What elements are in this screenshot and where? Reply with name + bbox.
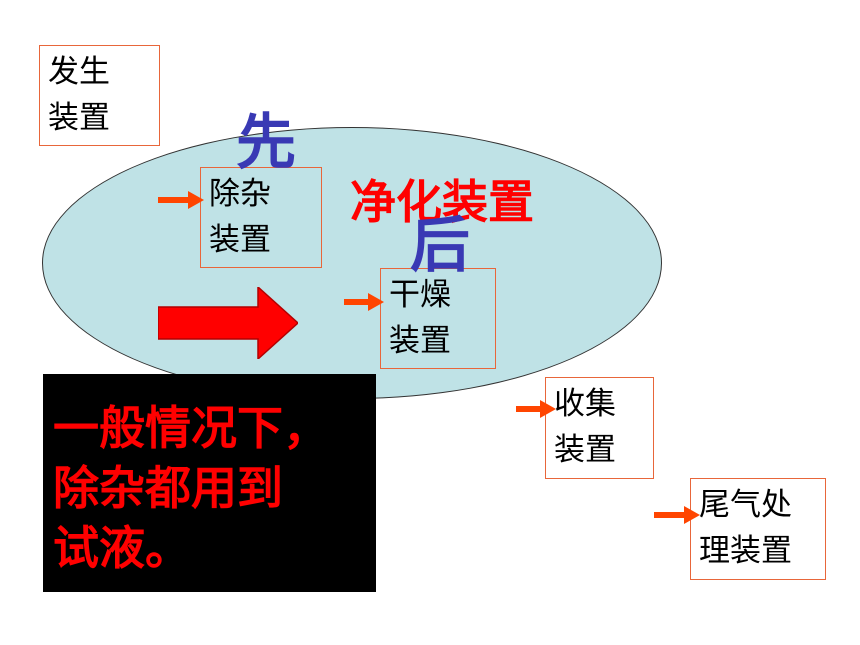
impurity-removal-box: 除杂 装置 xyxy=(200,167,322,268)
tail-gas-box: 尾气处 理装置 xyxy=(690,478,826,580)
collection-box-line-1: 收集 xyxy=(554,386,616,422)
purification-ellipse xyxy=(42,127,662,399)
after-label: 后 xyxy=(410,211,470,281)
arrow-right-icon xyxy=(158,191,204,209)
collection-box-line-2: 装置 xyxy=(554,432,616,468)
note-line-1: 一般情况下， xyxy=(53,401,329,455)
tail-gas-box-line-2: 理装置 xyxy=(699,533,792,569)
collection-box: 收集 装置 xyxy=(545,377,654,479)
purification-label: 净化装置 xyxy=(350,175,534,229)
generator-box: 发生 装置 xyxy=(39,45,160,146)
block-arrow-right-icon xyxy=(158,287,298,359)
arrow-right-icon xyxy=(344,293,384,311)
drying-box: 干燥 装置 xyxy=(380,268,496,369)
first-label: 先 xyxy=(236,108,296,178)
impurity-removal-box-line-1: 除杂 xyxy=(209,176,271,212)
generator-box-line-2: 装置 xyxy=(48,100,110,136)
note-box: 一般情况下， 除杂都用到 试液。 xyxy=(43,374,376,592)
arrow-right-icon xyxy=(654,506,700,524)
drying-box-line-2: 装置 xyxy=(389,323,451,359)
note-line-2: 除杂都用到 xyxy=(53,461,283,515)
impurity-removal-box-line-2: 装置 xyxy=(209,222,271,258)
generator-box-line-1: 发生 xyxy=(48,54,110,90)
note-line-3: 试液。 xyxy=(53,521,191,575)
drying-box-line-1: 干燥 xyxy=(389,277,451,313)
arrow-right-icon xyxy=(516,400,556,418)
tail-gas-box-line-1: 尾气处 xyxy=(699,487,792,523)
